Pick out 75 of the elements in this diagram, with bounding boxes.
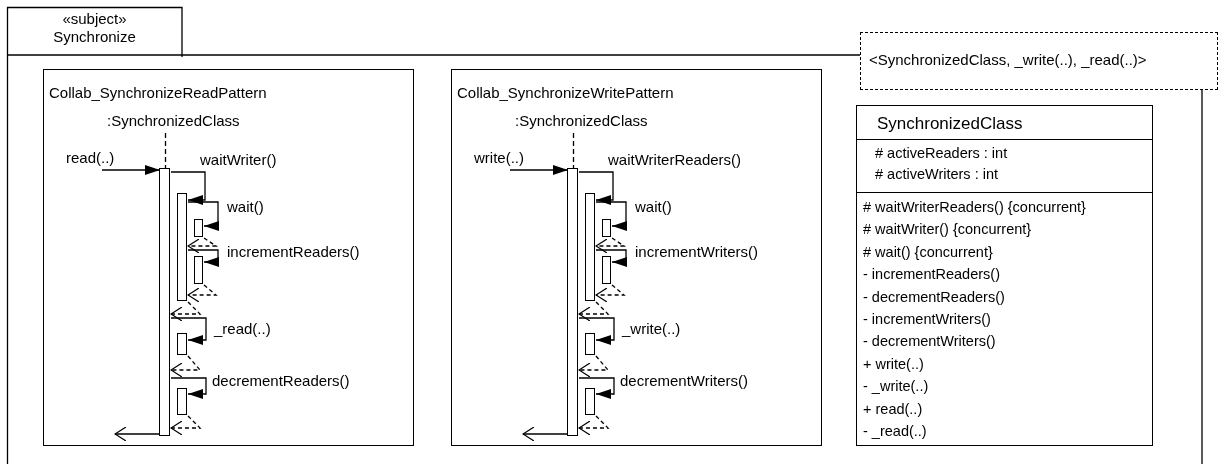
- return-arrow: [170, 415, 202, 436]
- message-label: wait(): [227, 198, 264, 216]
- message-label: read(..): [66, 149, 115, 167]
- operation-text: + write(..): [863, 354, 924, 374]
- return-arrow: [170, 355, 202, 378]
- operation-text: # waitWriter() {concurrent}: [863, 220, 1032, 240]
- message-arrow: [187, 249, 219, 267]
- return-arrow: [595, 237, 627, 254]
- stereotype-label: «subject»: [62, 10, 127, 28]
- lifeline: [572, 132, 575, 170]
- collaboration-frame: [43, 69, 414, 446]
- return-arrow: [522, 426, 569, 442]
- subject-frame: [7, 7, 1203, 464]
- message-arrow: [170, 171, 206, 205]
- activation-bar: [194, 256, 203, 284]
- message-label: decrementReaders(): [212, 372, 350, 390]
- operation-text: - incrementWriters(): [863, 310, 991, 330]
- return-arrow: [578, 415, 610, 436]
- class-name: SynchronizedClass: [877, 114, 1023, 134]
- return-arrow: [187, 284, 218, 303]
- message-label: _write(..): [622, 320, 681, 338]
- return-arrow: [578, 301, 610, 322]
- message-label: decrementWriters(): [620, 372, 749, 390]
- message-label: _read(..): [214, 320, 271, 338]
- collaboration-name: Collab_SynchronizeWritePattern: [457, 84, 674, 102]
- lifeline: [164, 132, 167, 170]
- message-label: incrementWriters(): [635, 243, 759, 261]
- operation-text: - decrementReaders(): [863, 287, 1005, 307]
- message-arrow: [578, 171, 614, 205]
- message-arrow: [170, 377, 207, 399]
- collaboration-frame: [451, 69, 822, 446]
- activation-bar: [585, 388, 595, 415]
- message-label: write(..): [474, 149, 524, 167]
- activation-bar: [177, 388, 187, 415]
- message-arrow: [187, 201, 219, 231]
- return-arrow: [595, 284, 626, 303]
- activation-bar: [177, 193, 187, 301]
- collaboration-name: Collab_SynchronizeReadPattern: [49, 84, 267, 102]
- message-arrow: [101, 165, 161, 175]
- message-label: waitWriter(): [200, 151, 277, 169]
- operation-text: - _write(..): [863, 377, 929, 397]
- template-parameter-text: <SynchronizedClass, _write(..), _read(..)>: [869, 51, 1147, 69]
- activation-bar: [177, 333, 187, 355]
- attribute-text: # activeReaders : int: [875, 144, 1008, 163]
- message-arrow: [595, 201, 627, 231]
- message-arrow: [578, 377, 615, 399]
- message-arrow: [509, 165, 569, 175]
- message-arrow: [595, 249, 627, 267]
- activation-bar: [194, 219, 203, 237]
- message-label: waitWriterReaders(): [608, 151, 742, 169]
- subject-name: Synchronize: [53, 28, 136, 46]
- operation-text: # waitWriterReaders() {concurrent}: [863, 198, 1086, 217]
- message-label: incrementReaders(): [227, 243, 360, 261]
- activation-bar: [585, 193, 595, 301]
- message-label: wait(): [635, 198, 672, 216]
- class-box: [856, 105, 1153, 446]
- return-arrow: [170, 301, 202, 322]
- message-arrow: [578, 317, 615, 345]
- object-label: :SynchronizedClass: [515, 112, 685, 132]
- attribute-text: # activeWriters : int: [875, 165, 999, 184]
- return-arrow: [187, 237, 219, 254]
- operation-text: # wait() {concurrent}: [863, 242, 993, 262]
- activation-bar: [602, 256, 611, 284]
- message-arrow: [170, 317, 207, 345]
- activation-bar: [585, 333, 595, 355]
- return-arrow: [578, 355, 610, 378]
- return-arrow: [114, 426, 161, 442]
- activation-bar: [567, 168, 578, 436]
- operation-text: - _read(..): [863, 422, 927, 442]
- activation-bar: [602, 219, 611, 237]
- object-label: :SynchronizedClass: [107, 112, 277, 132]
- operation-text: + read(..): [863, 399, 923, 419]
- operation-text: - decrementWriters(): [863, 332, 996, 352]
- activation-bar: [159, 168, 170, 436]
- operation-text: - incrementReaders(): [863, 265, 1000, 285]
